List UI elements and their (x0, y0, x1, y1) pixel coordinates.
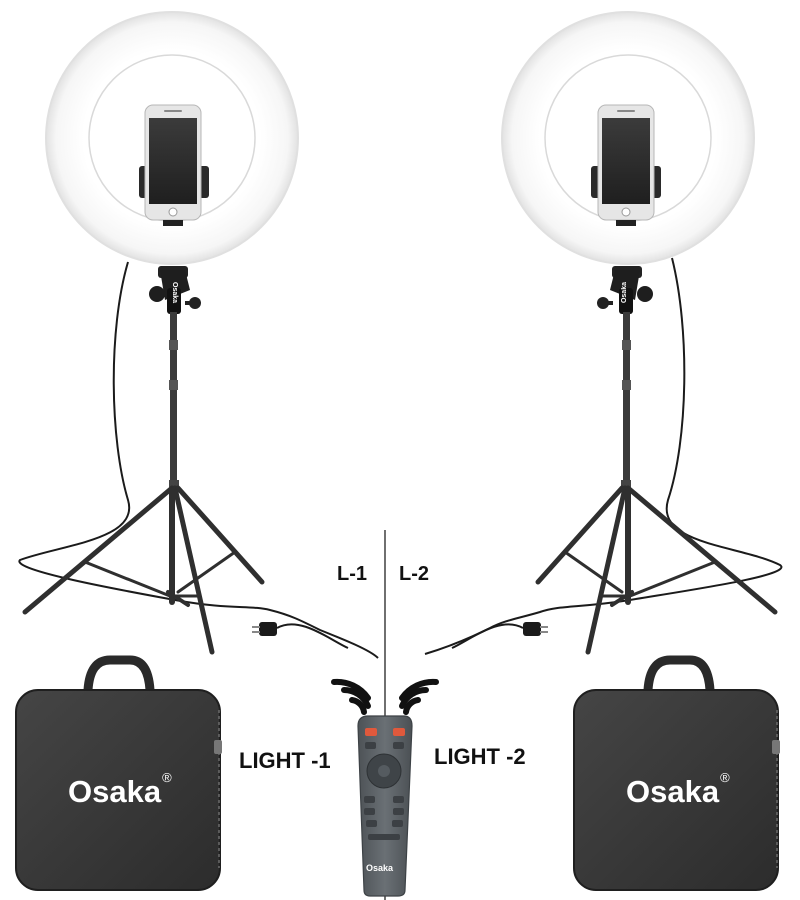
ball-head-right (597, 266, 653, 314)
bag-left-brand-logo: Osaka® (68, 770, 172, 810)
carry-bag-right (573, 655, 780, 891)
stand-left-logo: Osaka (171, 282, 178, 304)
phone-holder-right (591, 104, 661, 226)
ball-head-left (149, 266, 201, 314)
stand-pole-left (170, 312, 177, 487)
ring-light-right (424, 11, 783, 655)
bag-left-brand-text: Osaka (68, 774, 162, 809)
carry-bag-left (15, 655, 222, 891)
remote-logo: Osaka (366, 863, 394, 873)
ring-light-left (18, 11, 379, 659)
bag-right-brand-text: Osaka (626, 774, 720, 809)
phone-holder-left (139, 104, 209, 226)
tripod-left (22, 485, 265, 655)
stand-pole-right (623, 312, 630, 487)
channel-label-l1: L-1 (337, 563, 367, 585)
light-label-1: LIGHT -1 (239, 748, 331, 773)
plug-left (252, 622, 349, 649)
remote-control (357, 715, 413, 897)
channel-label-l2: L-2 (399, 563, 429, 585)
remote-red-button-right (393, 728, 405, 736)
wireless-signal-right-icon (399, 678, 439, 715)
wireless-signal-left-icon (331, 678, 371, 715)
tripod-right (535, 485, 778, 655)
stand-right-logo: Osaka (621, 282, 628, 304)
power-cable-left (18, 261, 379, 659)
bag-right-registered-mark: ® (720, 770, 730, 785)
plug-right (451, 622, 548, 649)
bag-left-registered-mark: ® (162, 770, 172, 785)
remote-red-button-left (365, 728, 377, 736)
light-label-2: LIGHT -2 (434, 744, 526, 769)
bag-right-brand-logo: Osaka® (626, 770, 730, 810)
